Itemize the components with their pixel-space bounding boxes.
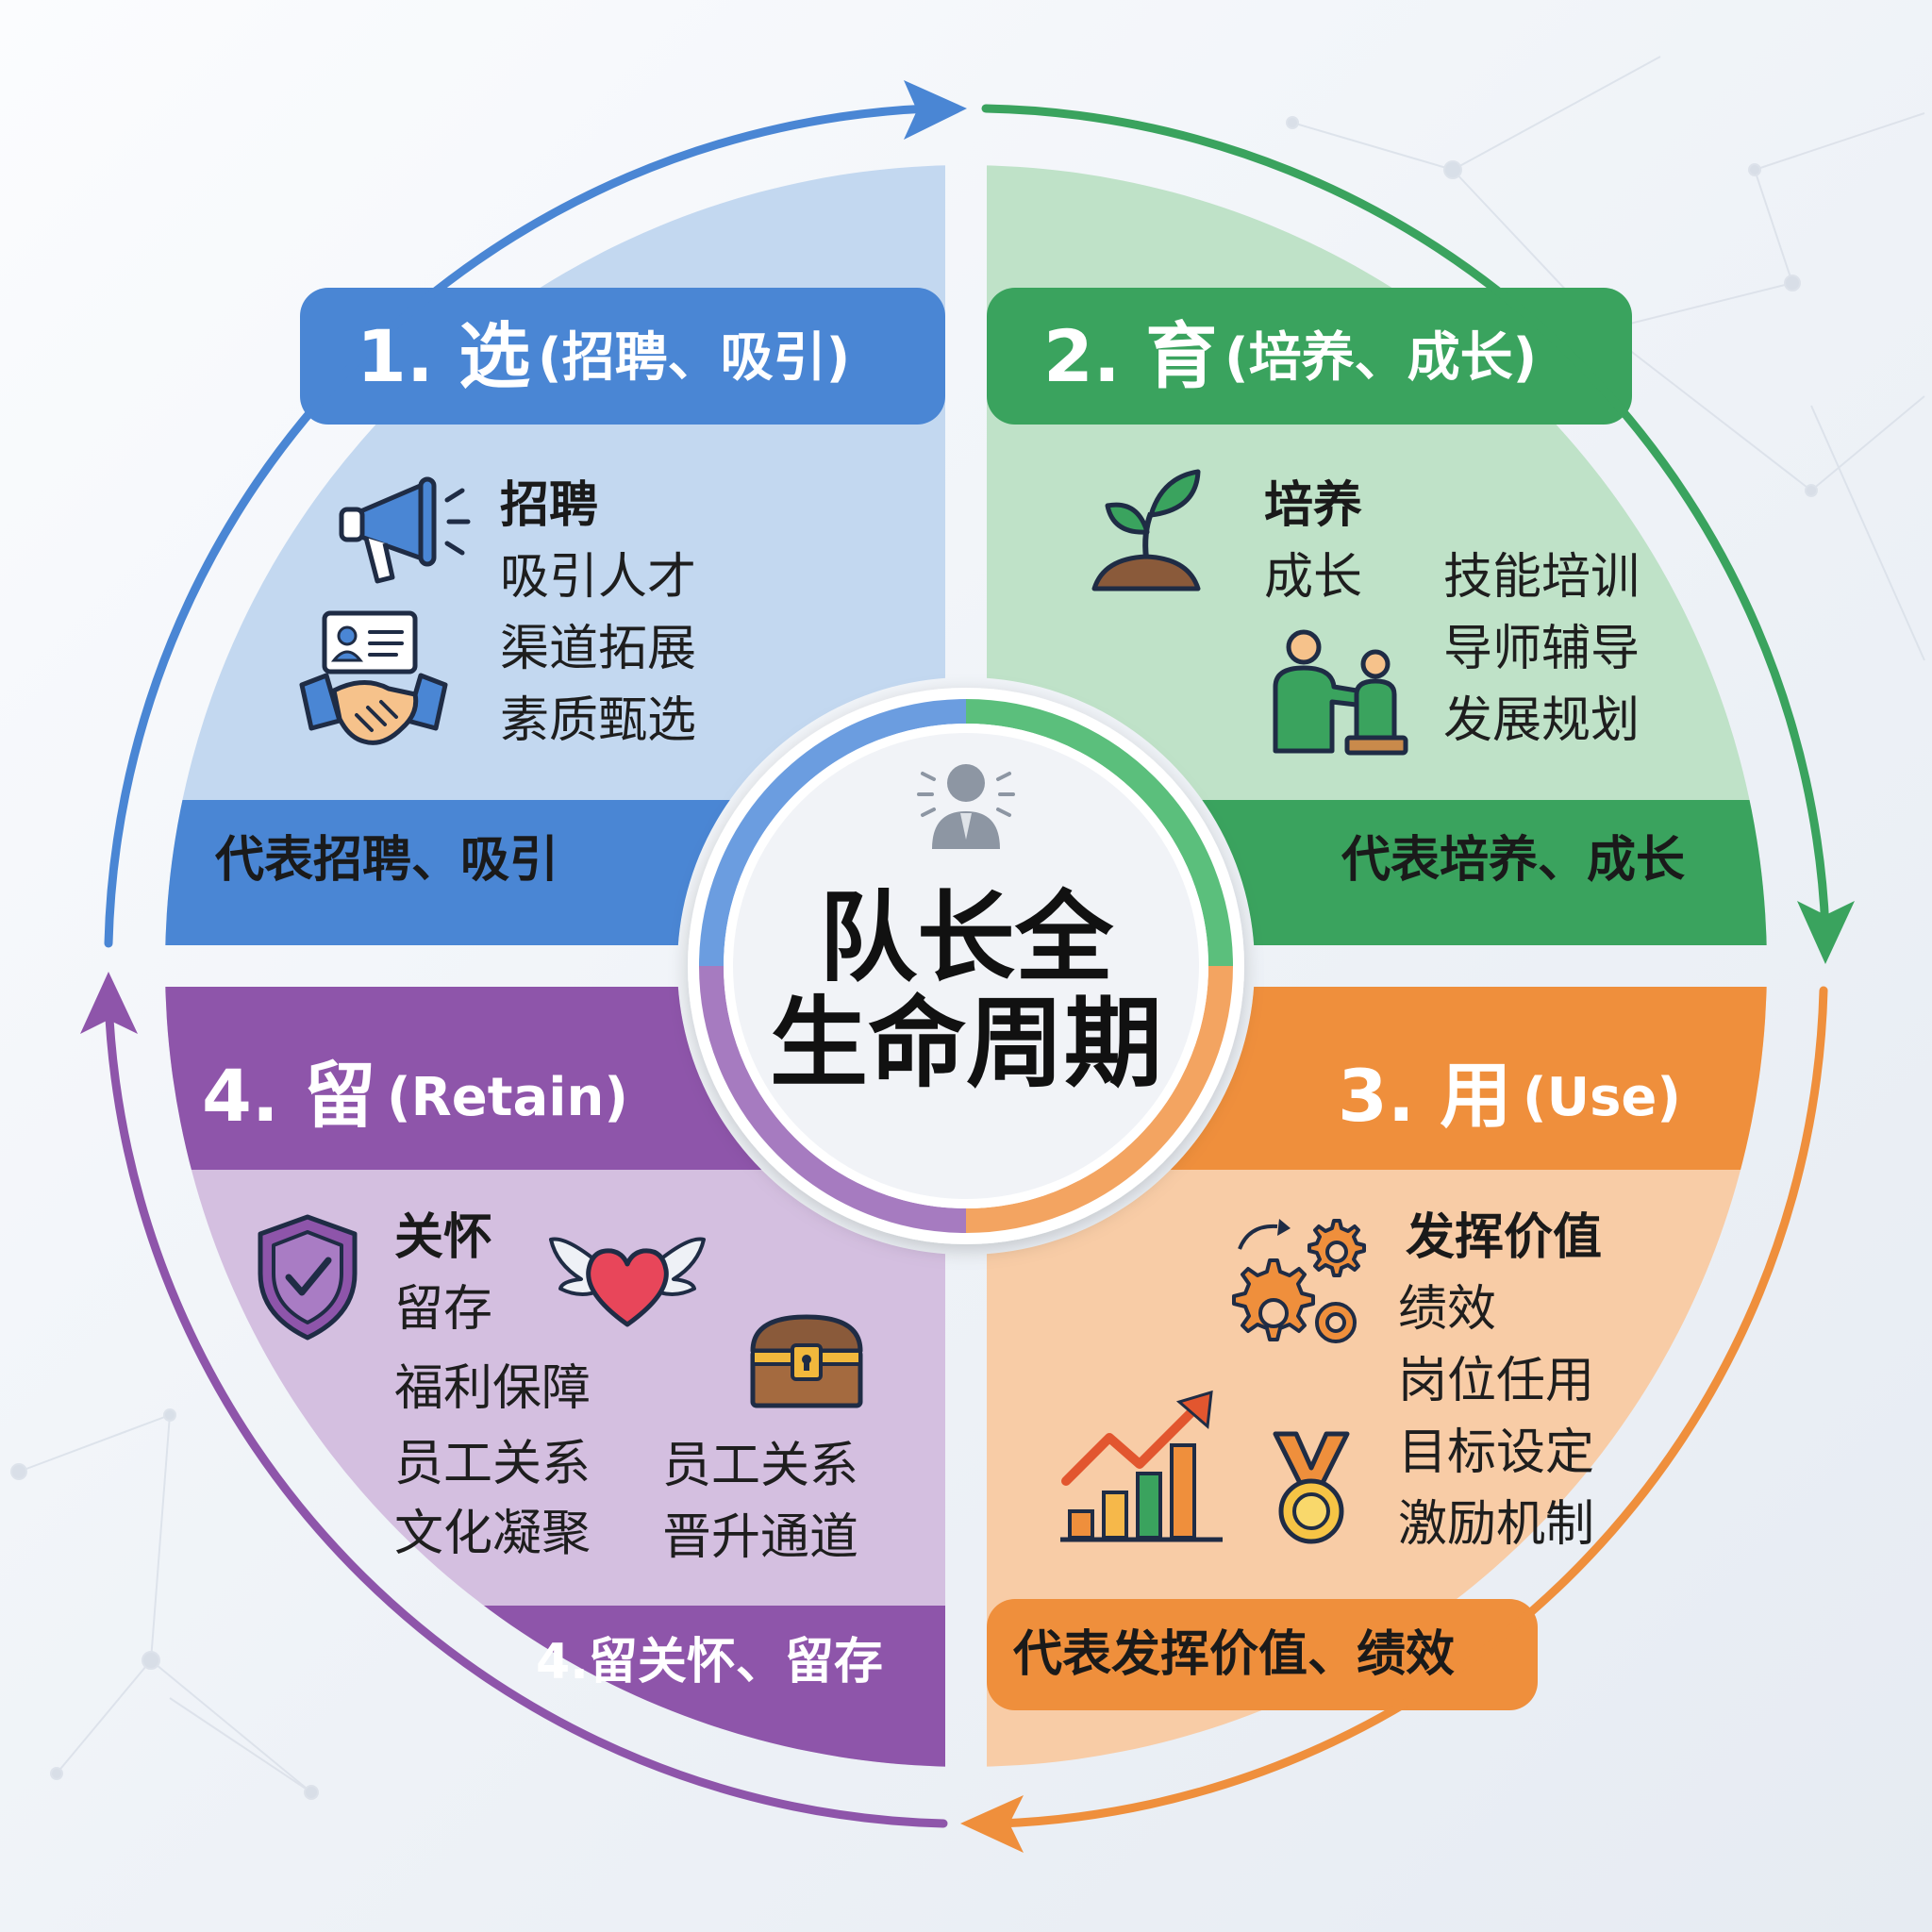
header-use: 3. 用 xyxy=(1338,1054,1512,1138)
center-disc xyxy=(724,724,1208,1208)
header-pill-select xyxy=(300,288,945,425)
megaphone-icon xyxy=(339,476,471,584)
develop-item-left-2: 成长 xyxy=(1264,549,1363,606)
develop-item-right-1: 技能培训 xyxy=(1443,549,1641,606)
center-title-line2: 生命周期 xyxy=(769,986,1162,1102)
arrow-green xyxy=(981,104,1830,934)
develop-item-right-2: 导师辅导 xyxy=(1443,621,1641,677)
center-title-line1: 队长全 xyxy=(818,880,1113,995)
header-pill-develop xyxy=(987,288,1632,425)
medal-icon xyxy=(1273,1431,1350,1544)
header-use-note: (Use) xyxy=(1523,1067,1681,1128)
mentor-icon xyxy=(1273,629,1408,756)
footer-select: 代表招聘、吸引 xyxy=(215,832,559,889)
header-develop: 2. 育 xyxy=(1043,314,1218,398)
header-retain: 4. 留 xyxy=(202,1054,376,1138)
retain-item-right-2: 晋升通道 xyxy=(662,1509,859,1566)
header-select: 1. 选 xyxy=(357,314,531,398)
shield-check-icon xyxy=(258,1214,358,1341)
winged-heart-icon xyxy=(549,1237,706,1327)
header-develop-note: (培养、成长) xyxy=(1224,327,1538,389)
header-retain-note: (Retain) xyxy=(387,1067,628,1128)
use-item-1: 发挥价值 xyxy=(1406,1209,1603,1266)
footer-use: 代表发挥价值、绩效 xyxy=(1013,1626,1456,1683)
sprout-icon xyxy=(1091,469,1201,591)
select-item-3: 渠道拓展 xyxy=(500,621,697,677)
use-item-2: 绩效 xyxy=(1398,1281,1497,1338)
develop-item-left-1: 培养 xyxy=(1264,477,1363,534)
growth-chart-icon xyxy=(1060,1390,1223,1542)
center-title: 队长全 生命周期 xyxy=(740,885,1192,1097)
arrow-purple xyxy=(104,995,948,1828)
footer-develop: 代表培养、成长 xyxy=(1341,832,1686,889)
retain-item-left-1: 关怀 xyxy=(394,1209,493,1266)
retain-item-left-2: 留存 xyxy=(394,1281,493,1338)
gears-icon xyxy=(1232,1219,1366,1343)
handshake-icon xyxy=(299,610,448,745)
use-item-3: 岗位任用 xyxy=(1398,1353,1595,1409)
footer-retain: 4.留关怀、留存 xyxy=(536,1634,883,1690)
arrow-blue xyxy=(104,104,934,948)
retain-item-left-4: 员工关系 xyxy=(394,1436,591,1492)
use-item-4: 目标设定 xyxy=(1398,1424,1595,1481)
footer-pill-use xyxy=(987,1599,1538,1710)
header-select-note: (招聘、吸引) xyxy=(538,327,851,389)
arrow-orange xyxy=(995,986,1828,1828)
select-item-1: 招聘 xyxy=(500,477,599,534)
retain-item-right-1: 员工关系 xyxy=(662,1438,859,1494)
retain-item-left-5: 文化凝聚 xyxy=(394,1506,591,1562)
treasure-chest-icon xyxy=(750,1314,863,1408)
select-item-2: 吸引人才 xyxy=(500,549,697,606)
retain-item-left-3: 福利保障 xyxy=(394,1360,591,1417)
use-item-5: 激励机制 xyxy=(1398,1496,1595,1553)
person-icon xyxy=(917,764,1015,849)
select-item-4: 素质甄选 xyxy=(500,692,697,749)
develop-item-right-3: 发展规划 xyxy=(1443,692,1641,749)
